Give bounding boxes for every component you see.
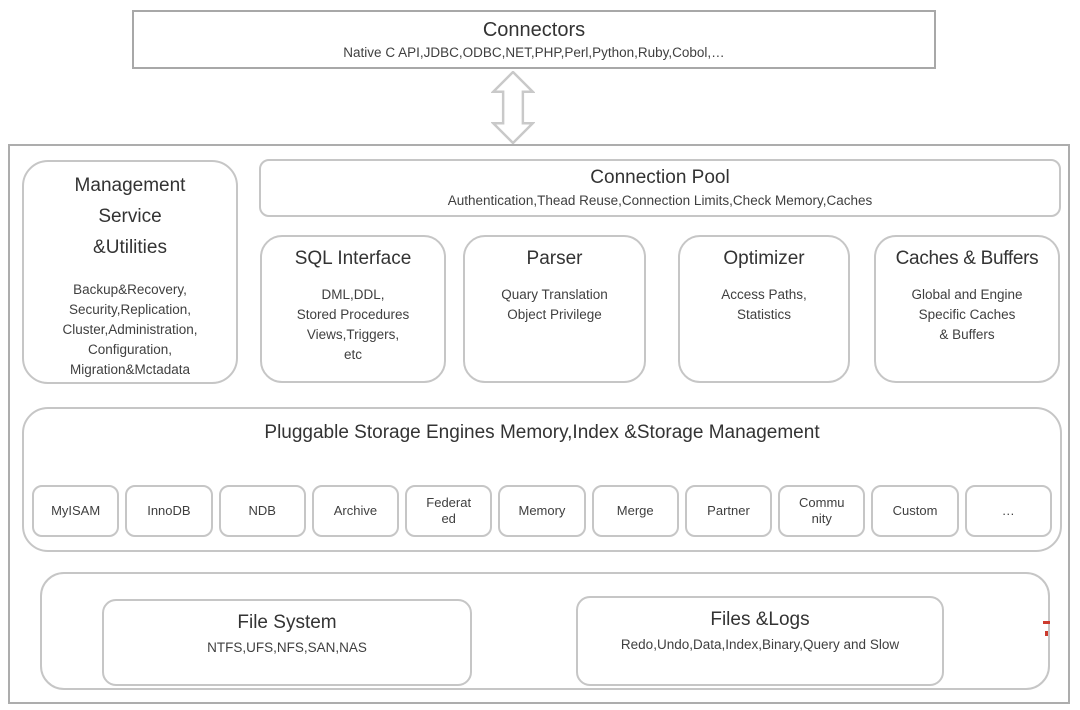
bidirectional-arrow-icon <box>491 71 535 144</box>
caches-buffers-items: Global and Engine Specific Caches & Buff… <box>911 287 1023 342</box>
engine-chip: MyISAM <box>32 485 120 537</box>
caches-buffers-box: Caches & Buffers Global and Engine Speci… <box>874 235 1060 383</box>
red-artifact <box>1045 631 1048 636</box>
files-logs-items: Redo,Undo,Data,Index,Binary,Query and Sl… <box>620 637 900 652</box>
connection-pool-title: Connection Pool <box>590 167 730 188</box>
engine-chip: Memory <box>498 485 586 537</box>
files-logs-title: Files &Logs <box>710 609 810 630</box>
engine-chip: Custom <box>871 485 959 537</box>
engine-chip: … <box>964 485 1052 537</box>
red-artifact <box>1043 621 1050 624</box>
connection-pool-box: Connection Pool Authentication,Thead Reu… <box>259 159 1061 217</box>
connectors-title: Connectors <box>482 19 586 41</box>
management-service-items: Backup&Recovery, Security,Replication, C… <box>62 282 198 377</box>
engine-chip: Federat ed <box>405 485 493 537</box>
engine-chip: Commu nity <box>778 485 866 537</box>
management-service-title: Management Service &Utilities <box>74 175 186 258</box>
sql-interface-title: SQL Interface <box>294 248 412 269</box>
sql-interface-box: SQL Interface DML,DDL, Stored Procedures… <box>260 235 446 383</box>
connectors-box: Connectors Native C API,JDBC,ODBC,NET,PH… <box>132 10 936 69</box>
optimizer-title: Optimizer <box>723 248 805 269</box>
sql-interface-items: DML,DDL, Stored Procedures Views,Trigger… <box>296 287 410 362</box>
storage-hardware-box: File System NTFS,UFS,NFS,SAN,NAS Files &… <box>40 572 1050 690</box>
parser-items: Quary Translation Object Privilege <box>501 287 608 322</box>
engine-chip: Merge <box>591 485 679 537</box>
engine-chip: NDB <box>218 485 306 537</box>
file-system-items: NTFS,UFS,NFS,SAN,NAS <box>207 640 367 655</box>
storage-engines-box: Pluggable Storage Engines Memory,Index &… <box>22 407 1062 552</box>
engine-chip: InnoDB <box>125 485 213 537</box>
parser-title: Parser <box>526 248 583 269</box>
optimizer-box: Optimizer Access Paths, Statistics <box>678 235 850 383</box>
management-service-box: Management Service &Utilities Backup&Rec… <box>22 160 238 384</box>
engine-chip: Partner <box>684 485 773 537</box>
connection-pool-items: Authentication,Thead Reuse,Connection Li… <box>447 193 873 208</box>
engine-chip-row: MyISAM InnoDB NDB Archive Federat ed Mem… <box>32 485 1052 537</box>
file-system-title: File System <box>237 612 337 633</box>
storage-engines-title: Pluggable Storage Engines Memory,Index &… <box>264 422 820 443</box>
connectors-subtitle: Native C API,JDBC,ODBC,NET,PHP,Perl,Pyth… <box>343 45 725 60</box>
parser-box: Parser Quary Translation Object Privileg… <box>463 235 646 383</box>
caches-buffers-title: Caches & Buffers <box>895 248 1039 269</box>
server-layer-container: Management Service &Utilities Backup&Rec… <box>8 144 1070 704</box>
optimizer-items: Access Paths, Statistics <box>721 287 807 322</box>
engine-chip: Archive <box>311 485 400 537</box>
files-logs-box: Files &Logs Redo,Undo,Data,Index,Binary,… <box>576 596 944 686</box>
file-system-box: File System NTFS,UFS,NFS,SAN,NAS <box>102 599 472 686</box>
